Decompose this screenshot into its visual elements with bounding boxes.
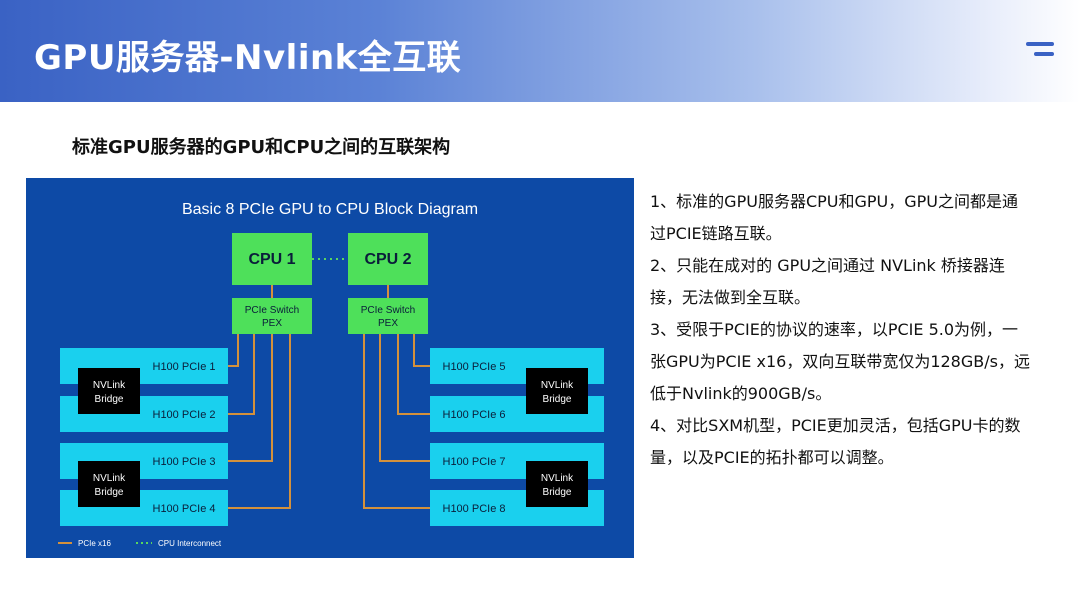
- pcie-link-gpu5: [413, 334, 430, 367]
- pcie-switch-right: [348, 298, 428, 334]
- nvlink-bridge-3-line1: NVLink: [541, 380, 574, 391]
- gpu7-label: H100 PCIe 7: [443, 456, 506, 468]
- pcie-link-gpu4: [228, 334, 291, 509]
- pcie-link-gpu8: [363, 334, 430, 509]
- pcie-link-gpu3: [228, 334, 273, 462]
- notes-list: 1、标准的GPU服务器CPU和GPU，GPU之间都是通过PCIE链路互联。 2、…: [650, 186, 1030, 474]
- nvlink-bridge-4-line2: Bridge: [543, 487, 572, 498]
- gpu1-label: H100 PCIe 1: [153, 361, 216, 373]
- nvlink-bridge-4: [526, 461, 588, 507]
- header-banner: GPU服务器-Nvlink全互联: [0, 0, 1080, 102]
- menu-icon-line-bottom: [1034, 52, 1054, 56]
- legend-interconnect-label: CPU Interconnect: [158, 539, 222, 548]
- nvlink-bridge-4-line1: NVLink: [541, 473, 574, 484]
- menu-icon[interactable]: [1026, 42, 1056, 62]
- pcie-switch-left-line1: PCIe Switch: [245, 305, 299, 316]
- nvlink-bridge-2-line1: NVLink: [93, 473, 126, 484]
- gpu2-label: H100 PCIe 2: [153, 409, 216, 421]
- nvlink-bridge-3-line2: Bridge: [543, 394, 572, 405]
- section-subtitle: 标准GPU服务器的GPU和CPU之间的互联架构: [72, 137, 451, 158]
- cpu2-box: [348, 233, 428, 285]
- nvlink-bridge-2: [78, 461, 140, 507]
- cpu1-box: [232, 233, 312, 285]
- pcie-link-gpu7: [379, 334, 430, 462]
- gpu3-label: H100 PCIe 3: [153, 456, 216, 468]
- gpu4-label: H100 PCIe 4: [153, 503, 216, 515]
- gpu8-label: H100 PCIe 8: [443, 503, 506, 515]
- nvlink-bridge-1: [78, 368, 140, 414]
- nvlink-bridge-1-line1: NVLink: [93, 380, 126, 391]
- pcie-link-gpu6: [397, 334, 430, 415]
- nvlink-bridge-2-line2: Bridge: [95, 487, 124, 498]
- note-item: 3、受限于PCIE的协议的速率，以PCIE 5.0为例，一张GPU为PCIE x…: [650, 320, 1030, 403]
- pcie-switch-right-line2: PEX: [378, 318, 398, 329]
- page-title: GPU服务器-Nvlink全互联: [34, 38, 462, 78]
- note-item: 4、对比SXM机型，PCIE更加灵活，包括GPU卡的数量，以及PCIE的拓扑都可…: [650, 416, 1021, 467]
- legend-pcie-label: PCIe x16: [78, 539, 111, 548]
- pcie-switch-left-line2: PEX: [262, 318, 282, 329]
- menu-icon-line-top: [1026, 42, 1054, 46]
- pcie-switch-right-line1: PCIe Switch: [361, 305, 415, 316]
- gpu6-label: H100 PCIe 6: [443, 409, 506, 421]
- block-diagram-svg: Basic 8 PCIe GPU to CPU Block Diagram CP…: [26, 178, 634, 558]
- pcie-link-gpu2: [228, 334, 255, 415]
- pcie-switch-left: [232, 298, 312, 334]
- note-item: 1、标准的GPU服务器CPU和GPU，GPU之间都是通过PCIE链路互联。: [650, 192, 1018, 243]
- block-diagram: Basic 8 PCIe GPU to CPU Block Diagram CP…: [26, 178, 634, 558]
- nvlink-bridge-3: [526, 368, 588, 414]
- pcie-link-gpu1: [228, 334, 239, 367]
- note-item: 2、只能在成对的 GPU之间通过 NVLink 桥接器连接，无法做到全互联。: [650, 256, 1005, 307]
- diagram-title: Basic 8 PCIe GPU to CPU Block Diagram: [182, 201, 478, 218]
- nvlink-bridge-1-line2: Bridge: [95, 394, 124, 405]
- cpu1-label: CPU 1: [248, 251, 295, 268]
- gpu5-label: H100 PCIe 5: [443, 361, 506, 373]
- cpu2-label: CPU 2: [364, 251, 411, 268]
